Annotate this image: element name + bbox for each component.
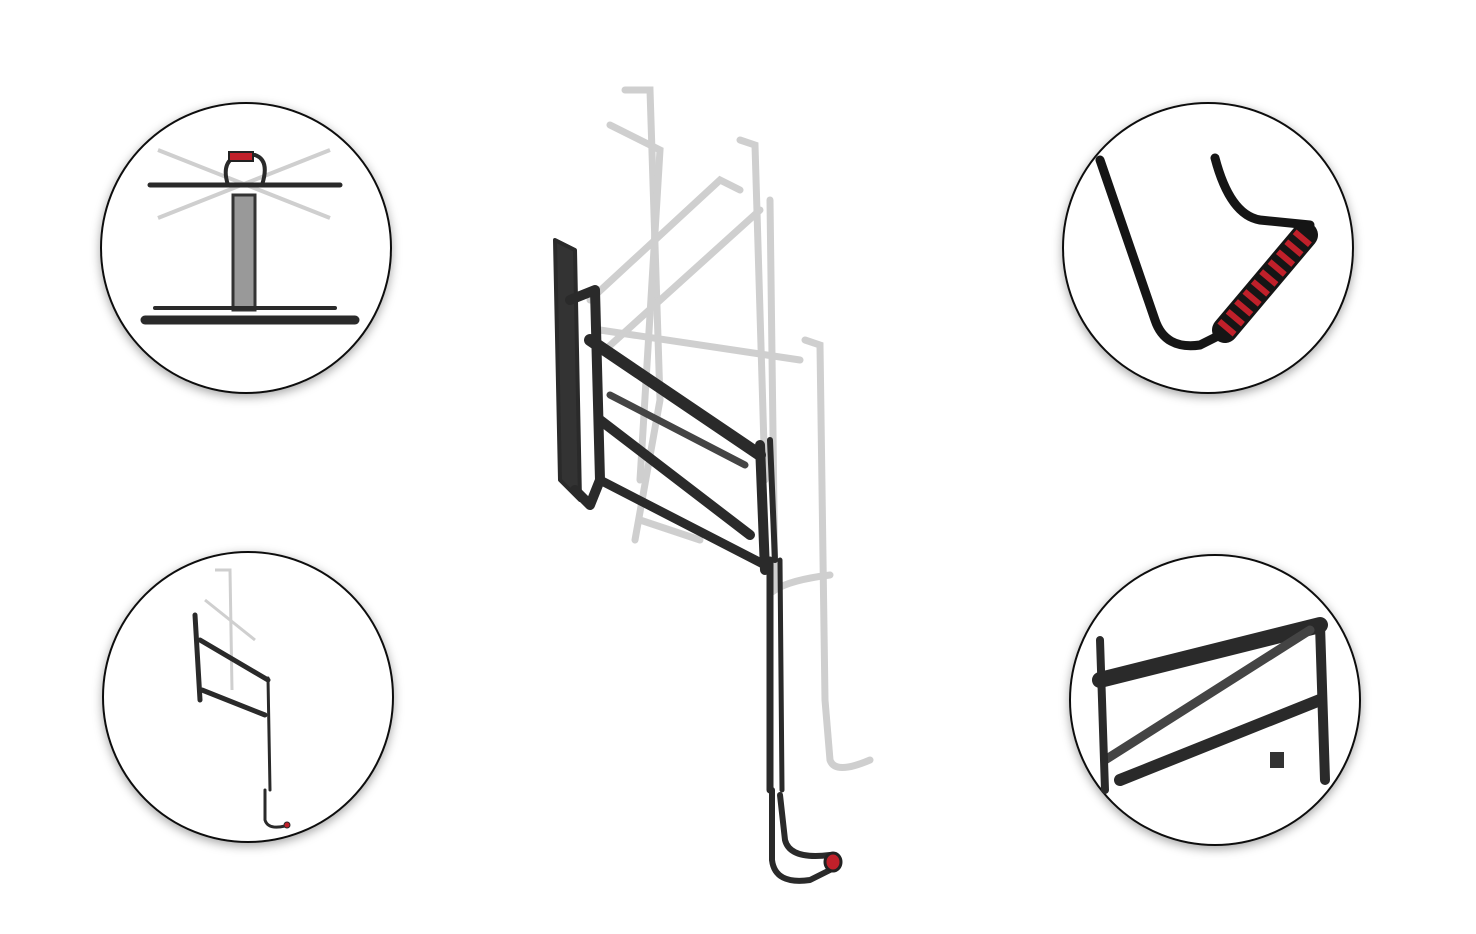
detail-circle-extended-view [102, 551, 394, 843]
detail-circle-top-view [100, 102, 392, 394]
foam-grip [1212, 222, 1318, 343]
wall-mount-main [553, 238, 843, 884]
ghost-positions [586, 86, 874, 771]
detail-circle-gas-spring [1069, 554, 1361, 846]
detail-circle-handle [1062, 102, 1354, 394]
